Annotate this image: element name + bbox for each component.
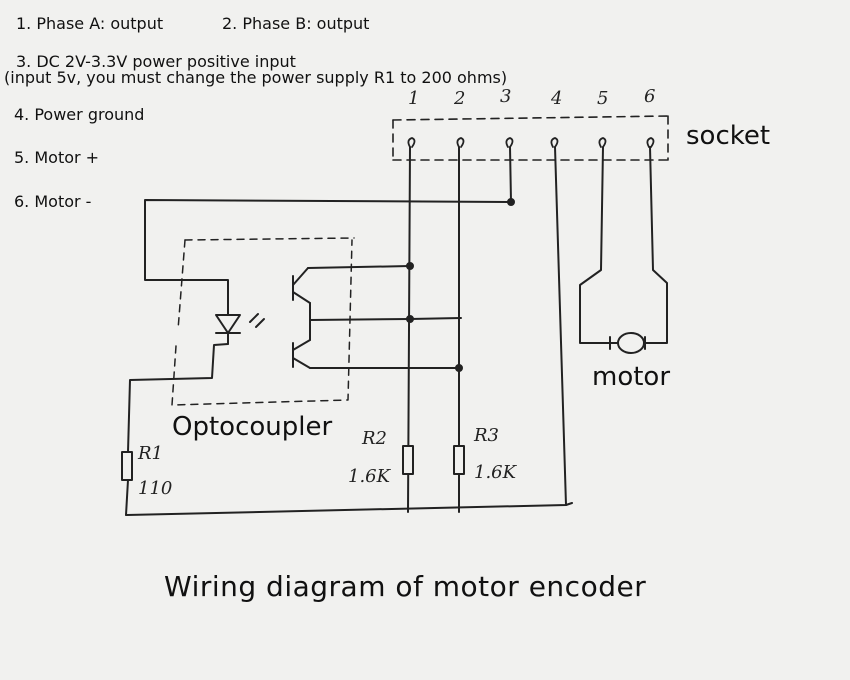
socket-pin-1 [408, 138, 414, 147]
wire-pin-6 [645, 147, 667, 343]
r3-name: R3 [474, 425, 500, 446]
wire-power-bus [145, 200, 511, 310]
socket-pins [408, 138, 653, 147]
wire-pin-3 [510, 147, 511, 202]
socket-pin-2 [457, 138, 463, 147]
junction-pin-2 [456, 365, 462, 371]
wire-pin-4 [555, 147, 566, 505]
r1-value: 110 [138, 478, 173, 499]
wire-led-to-r1 [128, 344, 228, 452]
wire-r1-bottom [126, 480, 128, 515]
led-symbol [216, 310, 264, 344]
r3-value: 1.6K [474, 462, 517, 483]
socket-pin-4 [551, 138, 557, 147]
note-power-5v: (input 5v, you must change the power sup… [4, 68, 508, 87]
socket-pin-6 [647, 138, 653, 147]
socket-outline [393, 116, 668, 160]
note-power-ground: 4. Power ground [14, 105, 145, 124]
transistor-upper [293, 266, 410, 320]
junction-pin-1-mid [407, 316, 413, 322]
socket-pin-3 [506, 138, 512, 147]
wire-mid-2 [410, 318, 461, 319]
optocoupler-outline [172, 238, 354, 405]
wire-pin-5 [580, 147, 610, 343]
socket-pin-5 [599, 138, 605, 147]
wire-mid-1 [310, 319, 410, 320]
socket-label: socket [686, 121, 771, 151]
socket-pin-label-6: 6 [644, 86, 656, 107]
note-motor-negative: 6. Motor - [14, 192, 92, 211]
note-phase-a: 1. Phase A: output [16, 14, 164, 33]
socket-pin-label-2: 2 [454, 88, 466, 109]
resistor-r1 [122, 452, 132, 480]
motor-symbol [610, 333, 645, 353]
junction-pin-1-top [407, 263, 413, 269]
resistor-r3 [454, 446, 464, 474]
note-motor-positive: 5. Motor + [14, 148, 100, 167]
socket-pin-label-4: 4 [551, 88, 563, 109]
transistor-lower [293, 320, 459, 368]
resistor-r2 [403, 446, 413, 474]
r2-name: R2 [362, 428, 388, 449]
optocoupler-label: Optocoupler [172, 412, 333, 442]
diagram-title: Wiring diagram of motor encoder [164, 570, 647, 603]
note-power-positive: 3. DC 2V-3.3V power positive input [16, 52, 296, 71]
socket-pin-label-3: 3 [500, 86, 512, 107]
r2-value: 1.6K [348, 466, 391, 487]
motor-label: motor [592, 362, 671, 392]
r1-name: R1 [138, 443, 164, 464]
socket-pin-label-5: 5 [597, 88, 609, 109]
socket-pin-label-1: 1 [408, 88, 420, 109]
note-phase-b: 2. Phase B: output [222, 14, 370, 33]
wire-ground-bus [126, 503, 572, 515]
junction-pin-3 [508, 199, 514, 205]
